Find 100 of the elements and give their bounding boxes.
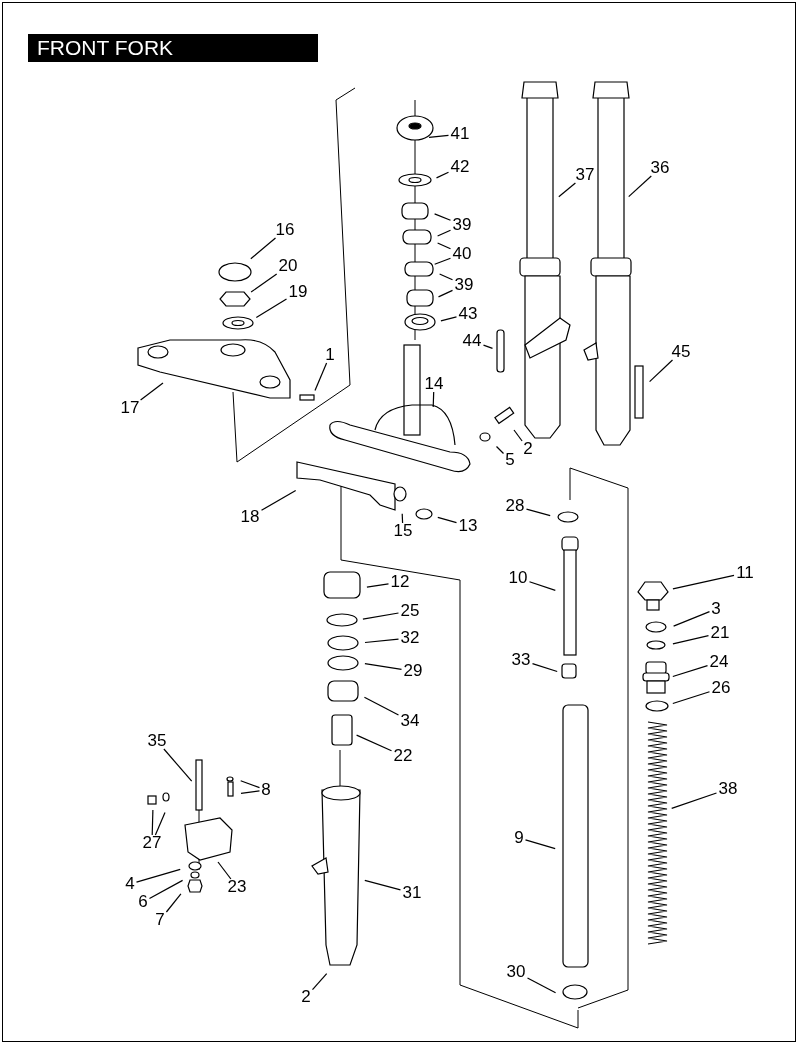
callout-number: 39 bbox=[452, 216, 472, 234]
leader-line bbox=[437, 229, 452, 237]
leader-line bbox=[140, 382, 164, 401]
leader-line bbox=[364, 879, 402, 891]
leader-line bbox=[528, 581, 556, 591]
callout-number: 43 bbox=[458, 305, 478, 323]
callout-number: 36 bbox=[650, 159, 670, 177]
callout-number: 24 bbox=[709, 653, 729, 671]
leader-line bbox=[526, 977, 557, 994]
callout-number: 7 bbox=[155, 911, 165, 929]
leader-line bbox=[432, 391, 435, 408]
callout-number: 30 bbox=[506, 963, 526, 981]
leader-line bbox=[135, 868, 181, 883]
leader-line bbox=[649, 359, 674, 383]
callout-number: 42 bbox=[450, 158, 470, 176]
callout-number: 41 bbox=[450, 125, 470, 143]
callout-number: 5 bbox=[505, 451, 515, 469]
leader-line bbox=[513, 429, 523, 442]
leader-line bbox=[435, 171, 450, 179]
callout-number: 32 bbox=[400, 629, 420, 647]
leader-line bbox=[672, 635, 710, 645]
callout-number: 11 bbox=[736, 564, 754, 582]
leader-line bbox=[362, 612, 400, 620]
callout-number: 13 bbox=[458, 517, 478, 535]
callout-number: 17 bbox=[120, 399, 140, 417]
callout-number: 28 bbox=[505, 497, 525, 515]
callout-number: 38 bbox=[718, 780, 738, 798]
leader-line bbox=[673, 611, 711, 627]
leader-line bbox=[437, 516, 458, 524]
leader-line bbox=[314, 362, 328, 391]
leader-line bbox=[217, 861, 232, 880]
leader-line bbox=[628, 175, 652, 198]
leader-line bbox=[671, 792, 718, 809]
leader-line bbox=[165, 893, 182, 913]
leader-line bbox=[482, 344, 494, 349]
callout-number: 37 bbox=[575, 166, 595, 184]
leader-line bbox=[428, 134, 450, 138]
callout-number: 44 bbox=[462, 332, 482, 350]
callout-number: 27 bbox=[142, 834, 162, 852]
callout-number: 35 bbox=[147, 732, 167, 750]
leader-line bbox=[240, 790, 261, 794]
callout-number: 1 bbox=[325, 346, 335, 364]
leader-line bbox=[525, 508, 551, 517]
leader-line bbox=[364, 663, 403, 670]
leader-line bbox=[311, 973, 328, 991]
leader-line bbox=[437, 242, 452, 250]
leader-line bbox=[434, 213, 452, 221]
callout-number: 29 bbox=[403, 662, 423, 680]
leader-line bbox=[439, 273, 454, 281]
callout-number: 9 bbox=[514, 829, 524, 847]
callout-number: 16 bbox=[275, 221, 295, 239]
leader-line bbox=[148, 879, 184, 900]
callout-number: 34 bbox=[400, 712, 420, 730]
callout-number: 10 bbox=[508, 569, 528, 587]
leader-line bbox=[434, 257, 452, 265]
leader-line bbox=[558, 182, 576, 198]
callout-number: 19 bbox=[288, 283, 308, 301]
leader-line bbox=[240, 780, 261, 789]
callout-number: 22 bbox=[393, 747, 413, 765]
callout-number: 2 bbox=[523, 440, 533, 458]
callout-number: 8 bbox=[261, 781, 271, 799]
callout-number: 23 bbox=[227, 878, 247, 896]
leader-line bbox=[250, 273, 278, 293]
callout-number: 26 bbox=[711, 679, 731, 697]
callout-number: 4 bbox=[125, 875, 135, 893]
leader-line bbox=[364, 638, 400, 644]
callout-number: 21 bbox=[710, 624, 730, 642]
leader-line bbox=[250, 237, 277, 260]
callout-number: 12 bbox=[390, 573, 410, 591]
callout-number: 45 bbox=[671, 343, 691, 361]
callout-number: 15 bbox=[393, 522, 413, 540]
leader-line bbox=[363, 696, 400, 716]
callout-number: 25 bbox=[400, 602, 420, 620]
leader-line bbox=[163, 748, 193, 782]
leader-line bbox=[672, 665, 709, 678]
leader-line bbox=[255, 298, 288, 318]
callout-number: 18 bbox=[240, 508, 260, 526]
callout-number: 31 bbox=[402, 884, 422, 902]
callout-number: 6 bbox=[138, 893, 148, 911]
leader-line bbox=[366, 583, 390, 588]
callout-number: 20 bbox=[278, 257, 298, 275]
callout-number: 14 bbox=[424, 375, 444, 393]
leader-line bbox=[356, 734, 393, 752]
leader-line bbox=[260, 489, 297, 511]
title-banner: FRONT FORK bbox=[28, 34, 318, 62]
leader-line bbox=[672, 691, 711, 705]
leader-line bbox=[151, 809, 154, 836]
callout-number: 39 bbox=[454, 276, 474, 294]
leader-line bbox=[154, 812, 166, 836]
leader-line bbox=[437, 289, 454, 298]
callout-number: 2 bbox=[301, 988, 311, 1006]
leader-line bbox=[440, 316, 458, 322]
callout-number: 40 bbox=[452, 245, 472, 263]
callout-number: 3 bbox=[711, 600, 721, 618]
leader-line bbox=[524, 839, 556, 850]
leader-line bbox=[495, 445, 505, 455]
callout-number: 33 bbox=[511, 651, 531, 669]
leader-line bbox=[672, 574, 735, 590]
leader-line bbox=[401, 513, 404, 524]
leader-line bbox=[531, 663, 558, 673]
